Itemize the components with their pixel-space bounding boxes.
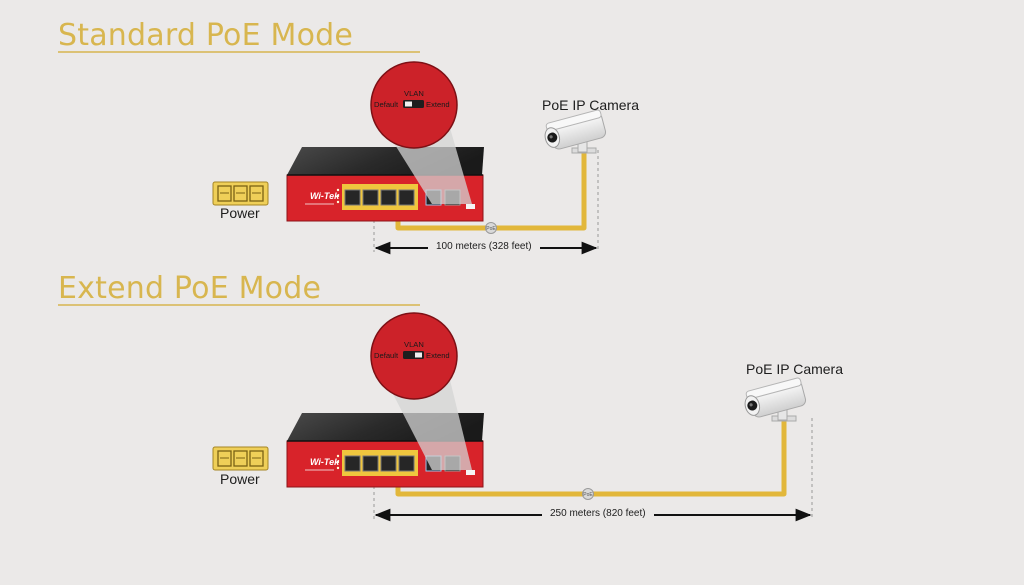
- vlan-label: VLAN: [404, 340, 424, 349]
- standard-mode-group: PoE Wi-Tek: [212, 61, 607, 255]
- status-led-icon: [336, 460, 340, 464]
- power-label: Power: [220, 205, 260, 221]
- ethernet-port-icon: [344, 455, 361, 472]
- ip-camera-icon: [744, 377, 807, 422]
- status-led-icon: [336, 200, 340, 204]
- distance-label-bg: [542, 507, 654, 522]
- ethernet-port-icon: [362, 189, 379, 206]
- status-led-icon: [336, 454, 340, 458]
- status-led-icon: [336, 466, 340, 470]
- zoom-beam: [392, 380, 472, 470]
- dip-switch-knob: [405, 101, 412, 107]
- ethernet-port-icon: [398, 189, 415, 206]
- distance-label-bg: [428, 240, 540, 255]
- dip-switch-icon: [466, 204, 475, 209]
- power-label: Power: [220, 471, 260, 487]
- section-title-extend: Extend PoE Mode: [58, 271, 322, 306]
- poe-badge-text: PoE: [486, 226, 496, 232]
- power-connector-icon: [212, 446, 269, 471]
- poe-inline-badge: [582, 488, 594, 500]
- switch-brand-logo: Wi-Tek: [310, 457, 340, 467]
- section-title-standard: Standard PoE Mode: [58, 18, 354, 53]
- vlan-extend-label: Extend: [426, 351, 450, 360]
- extend-mode-group: PoE Wi-Tek: [212, 312, 813, 522]
- poe-inline-badge: [485, 222, 497, 234]
- camera-label: PoE IP Camera: [542, 97, 640, 113]
- vlan-extend-label: Extend: [426, 100, 450, 109]
- dip-switch-icon: [466, 470, 475, 475]
- distance-label: 250 meters (820 feet): [550, 508, 646, 519]
- dip-switch-knob: [415, 352, 422, 358]
- ethernet-port-icon: [380, 455, 397, 472]
- vlan-default-label: Default: [374, 100, 399, 109]
- distance-label: 100 meters (328 feet): [436, 241, 532, 252]
- ethernet-port-icon: [398, 455, 415, 472]
- status-led-icon: [336, 194, 340, 198]
- vlan-label: VLAN: [404, 89, 424, 98]
- poe-badge-text: PoE: [583, 492, 593, 498]
- camera-label: PoE IP Camera: [746, 361, 844, 377]
- switch-brand-logo: Wi-Tek: [310, 191, 340, 201]
- power-connector-icon: [212, 181, 269, 206]
- ethernet-port-icon: [362, 455, 379, 472]
- status-led-icon: [336, 188, 340, 192]
- ip-camera-icon: [544, 109, 607, 154]
- ethernet-port-icon: [380, 189, 397, 206]
- vlan-default-label: Default: [374, 351, 399, 360]
- ethernet-port-icon: [344, 189, 361, 206]
